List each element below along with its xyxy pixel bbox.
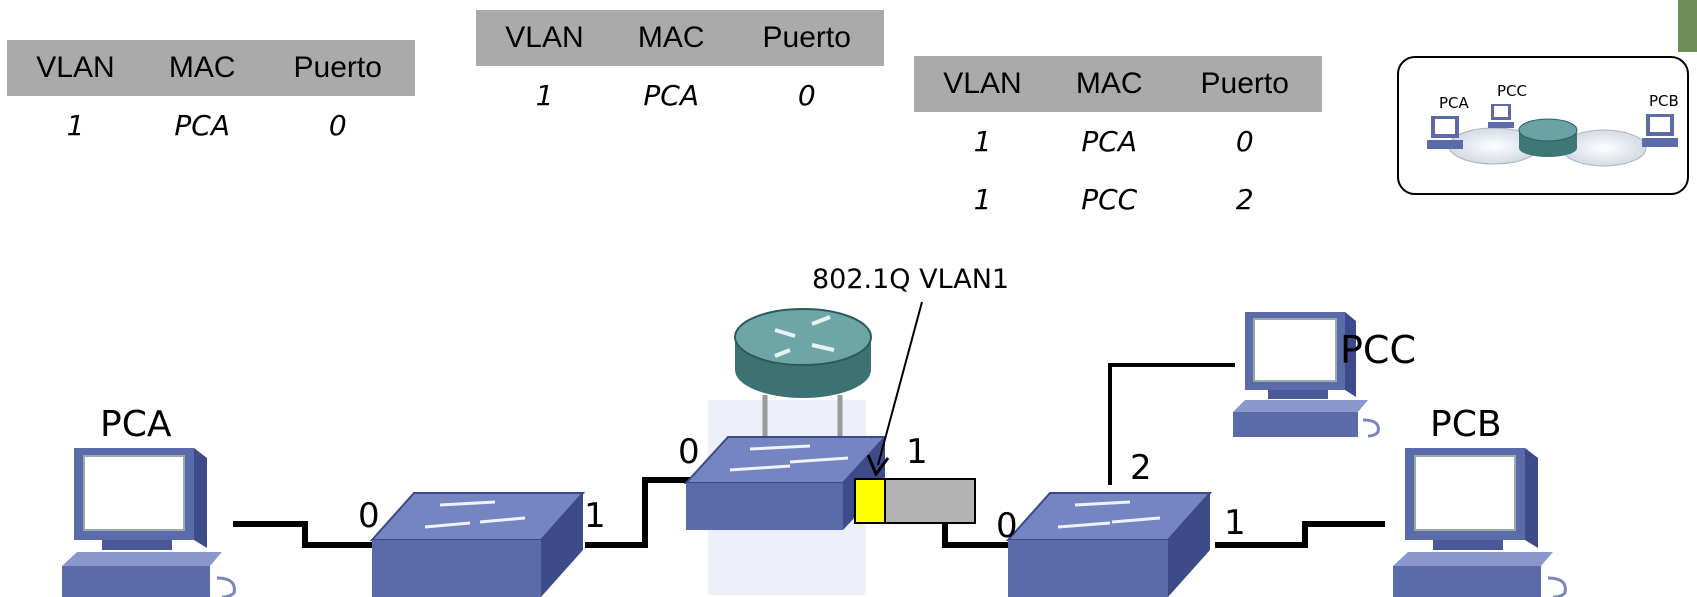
mac-table-1: VLAN MAC Puerto 1 PCA 0 bbox=[7, 40, 415, 154]
cable-pca-sw1 bbox=[233, 521, 378, 548]
header-mac: MAC bbox=[143, 40, 261, 96]
router-icon bbox=[1518, 118, 1578, 157]
thumb-label-pca: PCA bbox=[1439, 94, 1469, 112]
table-row: 1 PCA 0 bbox=[7, 96, 415, 154]
port-label: 1 bbox=[584, 496, 606, 536]
cell-mac: PCA bbox=[1081, 124, 1138, 158]
tag-callout-arrowhead bbox=[866, 454, 890, 477]
host-label-pcb: PCB bbox=[1430, 404, 1502, 445]
header-puerto: Puerto bbox=[1167, 56, 1322, 112]
cell-mac: PCA bbox=[643, 78, 700, 112]
mac-table-2: VLAN MAC Puerto 1 PCA 0 bbox=[476, 10, 884, 124]
host-label-pcc: PCC bbox=[1340, 328, 1416, 372]
thumb-label-pcc: PCC bbox=[1497, 82, 1527, 100]
switch-icon bbox=[369, 492, 586, 597]
port-label: 2 bbox=[1130, 448, 1152, 488]
header-vlan: VLAN bbox=[7, 40, 144, 96]
port-label: 1 bbox=[906, 432, 928, 472]
slide-edge-accent bbox=[1678, 0, 1697, 52]
cell-vlan: 1 bbox=[973, 182, 992, 216]
pc-icon bbox=[1233, 312, 1380, 438]
table-header-row: VLAN MAC Puerto bbox=[914, 56, 1322, 112]
switch-icon bbox=[1005, 492, 1213, 597]
port-label: 0 bbox=[678, 432, 700, 472]
table-header-row: VLAN MAC Puerto bbox=[7, 40, 415, 96]
port-label: 0 bbox=[996, 506, 1018, 546]
port-label: 1 bbox=[1224, 503, 1246, 543]
header-mac: MAC bbox=[1050, 56, 1168, 112]
header-mac: MAC bbox=[612, 10, 730, 66]
cell-puerto: 0 bbox=[797, 78, 816, 112]
cable-sw1-sw2 bbox=[585, 477, 690, 548]
pc-icon bbox=[1642, 114, 1678, 147]
tag-callout-line bbox=[877, 301, 923, 466]
pc-icon bbox=[62, 448, 236, 597]
table-header-row: VLAN MAC Puerto bbox=[476, 10, 884, 66]
table-row: 1 PCA 0 bbox=[476, 66, 884, 124]
host-label-pca: PCA bbox=[100, 404, 172, 445]
table-row: 1 PCC 2 bbox=[914, 170, 1322, 228]
topology-thumbnail: PCA PCC PCB bbox=[1397, 56, 1689, 195]
frame-body bbox=[884, 478, 976, 524]
cell-vlan: 1 bbox=[535, 78, 554, 112]
header-vlan: VLAN bbox=[476, 10, 613, 66]
cables bbox=[233, 363, 1385, 548]
pc-icon bbox=[1427, 116, 1463, 149]
cable-sw3-pcb bbox=[1215, 521, 1385, 548]
cell-vlan: 1 bbox=[66, 108, 85, 142]
table-row: 1 PCA 0 bbox=[914, 112, 1322, 170]
thumbnail-drawing bbox=[1427, 104, 1678, 167]
cell-puerto: 2 bbox=[1235, 182, 1254, 216]
frame-tag-label: 802.1Q VLAN1 bbox=[812, 264, 1010, 295]
cable-sw2-sw3 bbox=[942, 522, 1012, 548]
thumb-label-pcb: PCB bbox=[1649, 92, 1679, 110]
router-icon bbox=[734, 308, 872, 440]
cell-puerto: 0 bbox=[1235, 124, 1254, 158]
mac-table-3: VLAN MAC Puerto 1 PCA 0 1 PCC 2 bbox=[914, 56, 1322, 228]
frame-tag-yellow bbox=[854, 478, 886, 524]
cell-mac: PCC bbox=[1081, 182, 1138, 216]
port-label: 0 bbox=[358, 496, 380, 536]
cell-puerto: 0 bbox=[328, 108, 347, 142]
header-puerto: Puerto bbox=[729, 10, 884, 66]
cell-mac: PCA bbox=[174, 108, 231, 142]
cell-vlan: 1 bbox=[973, 124, 992, 158]
header-vlan: VLAN bbox=[914, 56, 1051, 112]
cable-sw3-pcc bbox=[1108, 363, 1235, 485]
header-puerto: Puerto bbox=[260, 40, 415, 96]
pc-icon bbox=[1393, 448, 1567, 597]
pc-icon bbox=[1488, 104, 1514, 128]
